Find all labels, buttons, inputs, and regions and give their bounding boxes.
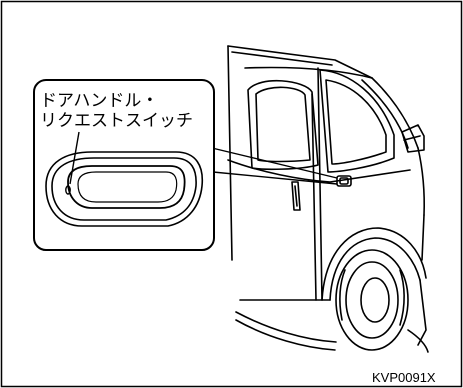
callout-box: ドアハンドル・ リクエストスイッチ	[33, 79, 215, 251]
switch-pointer-line	[69, 131, 80, 185]
figure-code: KVP0091X	[372, 370, 436, 385]
callout-label-line1: ドアハンドル・	[40, 91, 158, 111]
callout-label-line2: リクエストスイッチ	[40, 111, 193, 131]
leader-line	[211, 147, 338, 185]
door-handle-closeup	[45, 151, 204, 227]
